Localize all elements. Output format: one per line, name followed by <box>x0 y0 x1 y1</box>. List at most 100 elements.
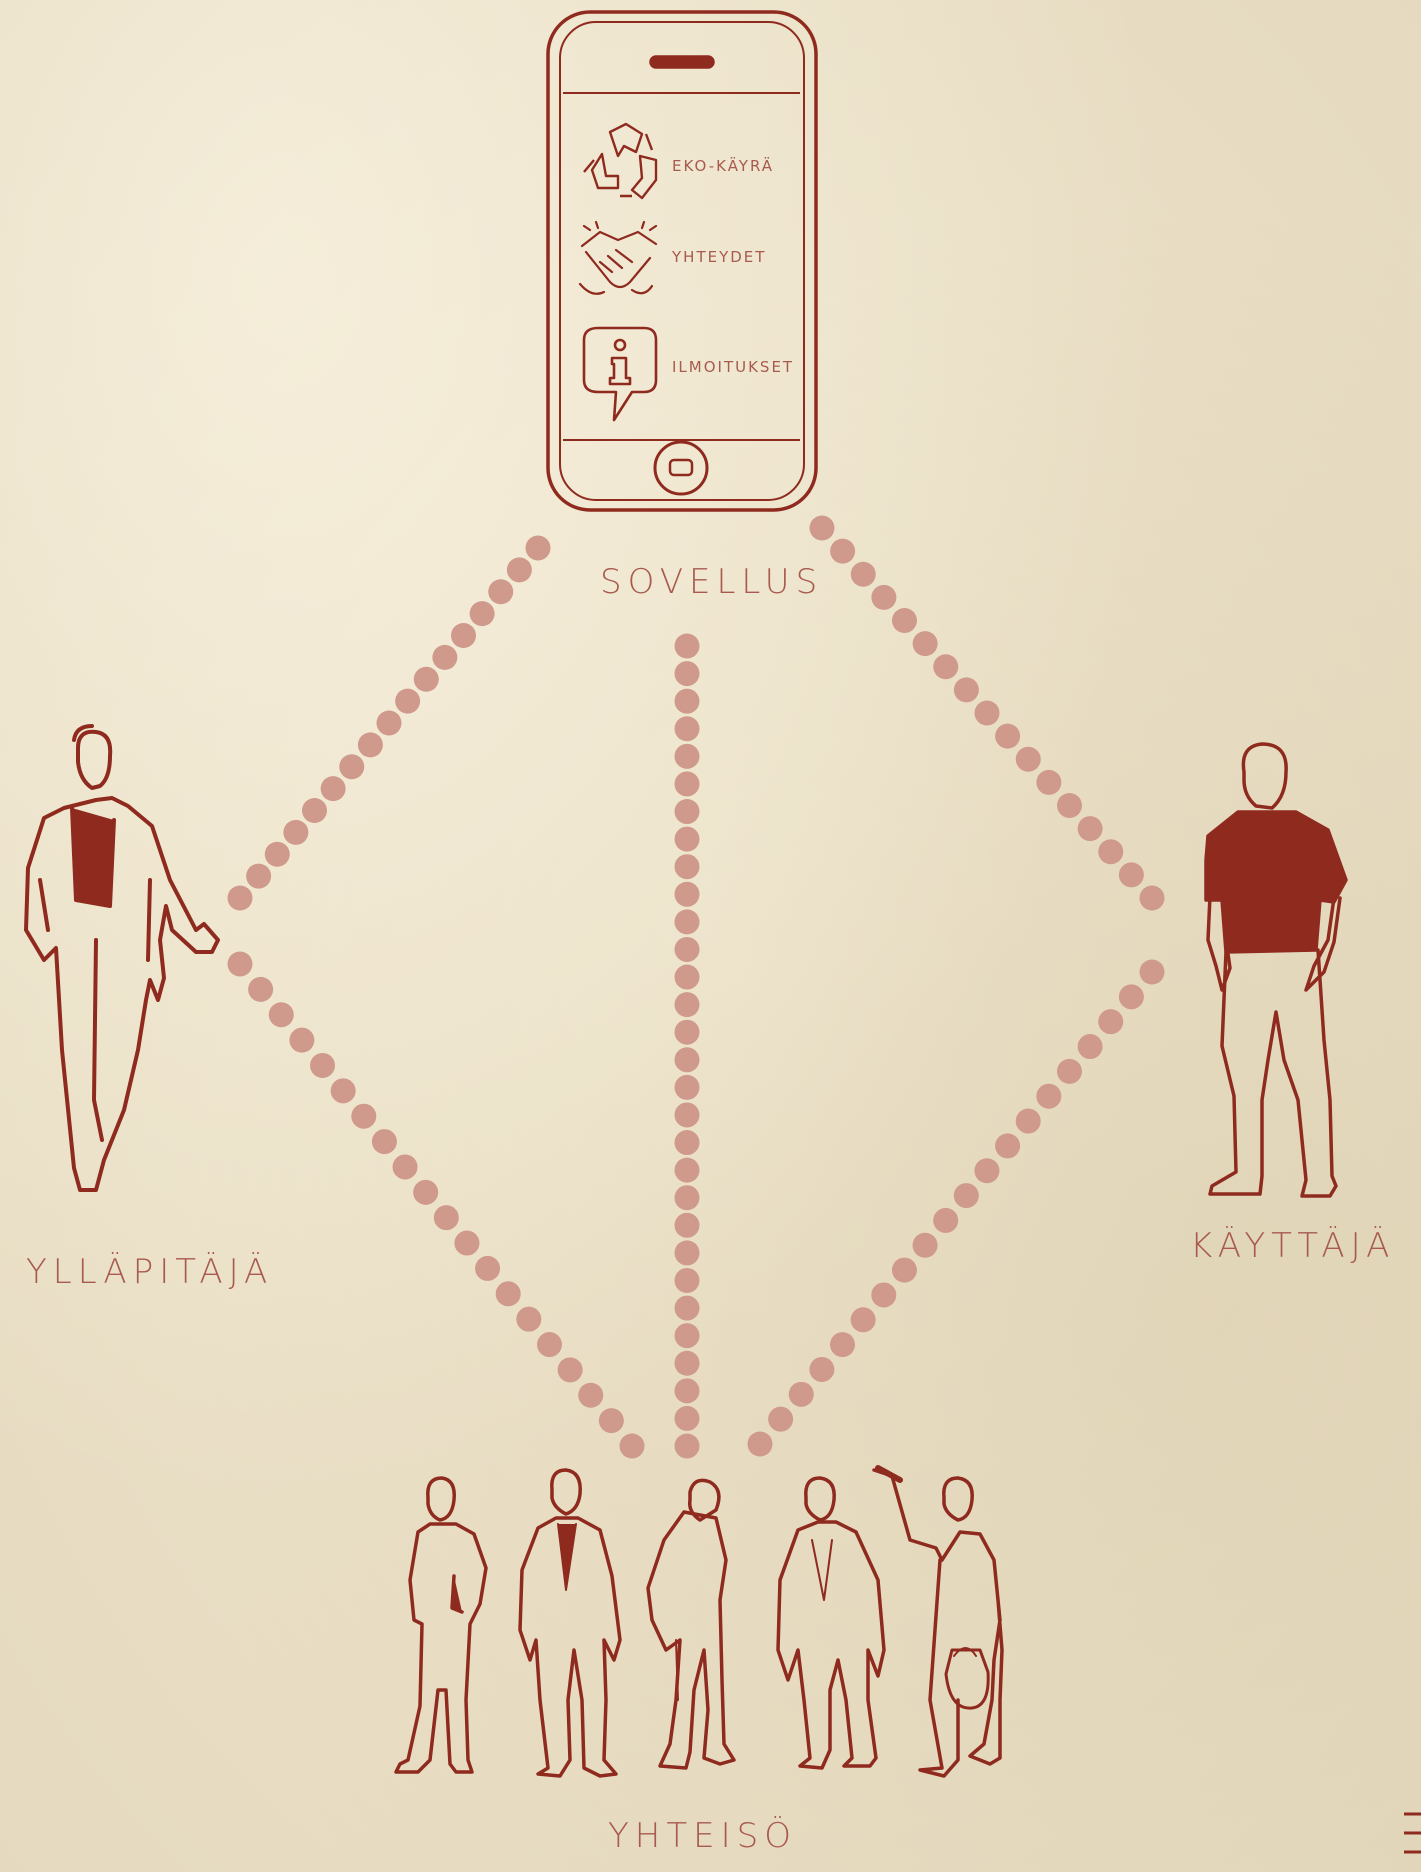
dots-admin-community-dot <box>620 1434 645 1459</box>
dots-user-community-dot <box>1057 1059 1082 1084</box>
dots-app-user-dot <box>975 701 1000 726</box>
dots-admin-community-dot <box>578 1383 603 1408</box>
connection-dots <box>228 516 1165 1459</box>
dots-admin-community-dot <box>599 1408 624 1433</box>
info-icon <box>584 328 656 420</box>
dots-app-community-dot <box>675 1185 700 1210</box>
dots-admin-community-dot <box>228 952 253 977</box>
dots-admin-community-dot <box>310 1053 335 1078</box>
label-yhteiso: YHTEISÖ <box>608 1816 797 1856</box>
dots-app-community-dot <box>675 1378 700 1403</box>
dots-app-admin-dot <box>451 623 476 648</box>
dots-app-admin-dot <box>377 711 402 736</box>
dots-app-community-dot <box>675 1213 700 1238</box>
dots-app-user-dot <box>933 654 958 679</box>
dots-app-community-dot <box>675 1351 700 1376</box>
dots-app-community-dot <box>675 965 700 990</box>
user-figure <box>1206 744 1346 1196</box>
dots-app-user-dot <box>1057 793 1082 818</box>
dots-app-user-dot <box>1119 862 1144 887</box>
label-kayttaja: KÄYTTÄJÄ <box>1190 1226 1395 1266</box>
dots-app-community-dot <box>675 634 700 659</box>
dots-admin-community-dot <box>434 1205 459 1230</box>
dots-app-community-dot <box>675 689 700 714</box>
dots-app-community-dot <box>675 882 700 907</box>
dots-admin-community-dot <box>413 1180 438 1205</box>
dots-app-community-dot <box>675 1323 700 1348</box>
dots-user-community-dot <box>809 1357 834 1382</box>
dots-app-community-dot <box>675 1406 700 1431</box>
dots-user-community-dot <box>1098 1009 1123 1034</box>
menu-item-eko-kayra[interactable]: EKO-KÄYRÄ <box>672 157 774 175</box>
dots-app-community-dot <box>675 1268 700 1293</box>
admin-figure <box>26 726 218 1190</box>
dots-app-user-dot <box>995 724 1020 749</box>
community-figures <box>396 1468 1002 1776</box>
dots-app-admin-dot <box>302 798 327 823</box>
dots-app-admin-dot <box>228 886 253 911</box>
home-button[interactable] <box>655 442 707 494</box>
dots-app-admin-dot <box>470 601 495 626</box>
dots-app-user-dot <box>1098 839 1123 864</box>
menu-item-ilmoitukset[interactable]: ILMOITUKSET <box>672 358 794 376</box>
dots-app-user-dot <box>1140 886 1165 911</box>
dots-app-community-dot <box>675 1102 700 1127</box>
dots-app-community-dot <box>675 992 700 1017</box>
dots-app-admin-dot <box>432 645 457 670</box>
dots-app-community-dot <box>675 1158 700 1183</box>
dots-user-community-dot <box>995 1133 1020 1158</box>
dots-user-community-dot <box>830 1332 855 1357</box>
dots-admin-community-dot <box>372 1129 397 1154</box>
dots-admin-community-dot <box>475 1256 500 1281</box>
dots-app-user-dot <box>871 585 896 610</box>
dots-app-community-dot <box>675 937 700 962</box>
dots-app-user-dot <box>1036 770 1061 795</box>
dots-user-community-dot <box>1078 1034 1103 1059</box>
dots-app-admin-dot <box>339 754 364 779</box>
handshake-icon <box>580 222 656 294</box>
dots-app-user-dot <box>851 562 876 587</box>
label-yllapitaja: YLLÄPITÄJÄ <box>26 1252 273 1292</box>
dots-admin-community-dot <box>516 1307 541 1332</box>
dots-app-admin-dot <box>358 732 383 757</box>
dots-admin-community-dot <box>454 1231 479 1256</box>
phone-speaker <box>651 57 713 67</box>
dots-app-admin-dot <box>265 842 290 867</box>
dots-user-community-dot <box>871 1282 896 1307</box>
dots-admin-community-dot <box>269 1002 294 1027</box>
recycle-icon <box>584 124 656 198</box>
dots-app-admin-dot <box>488 579 513 604</box>
dots-app-community-dot <box>675 744 700 769</box>
dots-app-community-dot <box>675 661 700 686</box>
dots-app-admin-dot <box>283 820 308 845</box>
dots-app-user-dot <box>1016 747 1041 772</box>
dots-admin-community-dot <box>289 1028 314 1053</box>
corner-marks <box>1404 1814 1421 1852</box>
dots-user-community-dot <box>1119 984 1144 1009</box>
dots-app-admin-dot <box>526 536 551 561</box>
dots-app-community-dot <box>675 1130 700 1155</box>
dots-app-user-dot <box>913 631 938 656</box>
dots-admin-community-dot <box>331 1078 356 1103</box>
dots-app-user-dot <box>1078 816 1103 841</box>
menu-item-yhteydet[interactable]: YHTEYDET <box>672 248 766 266</box>
dots-app-user-dot <box>892 608 917 633</box>
dots-user-community-dot <box>748 1432 773 1457</box>
dots-app-user-dot <box>810 516 835 541</box>
dots-user-community-dot <box>974 1158 999 1183</box>
dots-app-community-dot <box>675 716 700 741</box>
dots-app-community-dot <box>675 1296 700 1321</box>
dots-user-community-dot <box>768 1407 793 1432</box>
dots-app-community-dot <box>675 771 700 796</box>
dots-app-community-dot <box>675 1075 700 1100</box>
dots-user-community-dot <box>1016 1109 1041 1134</box>
dots-admin-community-dot <box>248 977 273 1002</box>
dots-admin-community-dot <box>351 1104 376 1129</box>
dots-app-admin-dot <box>321 776 346 801</box>
dots-app-admin-dot <box>507 557 532 582</box>
dots-app-community-dot <box>675 1047 700 1072</box>
dots-app-community-dot <box>675 827 700 852</box>
dots-app-user-dot <box>830 539 855 564</box>
dots-user-community-dot <box>933 1208 958 1233</box>
